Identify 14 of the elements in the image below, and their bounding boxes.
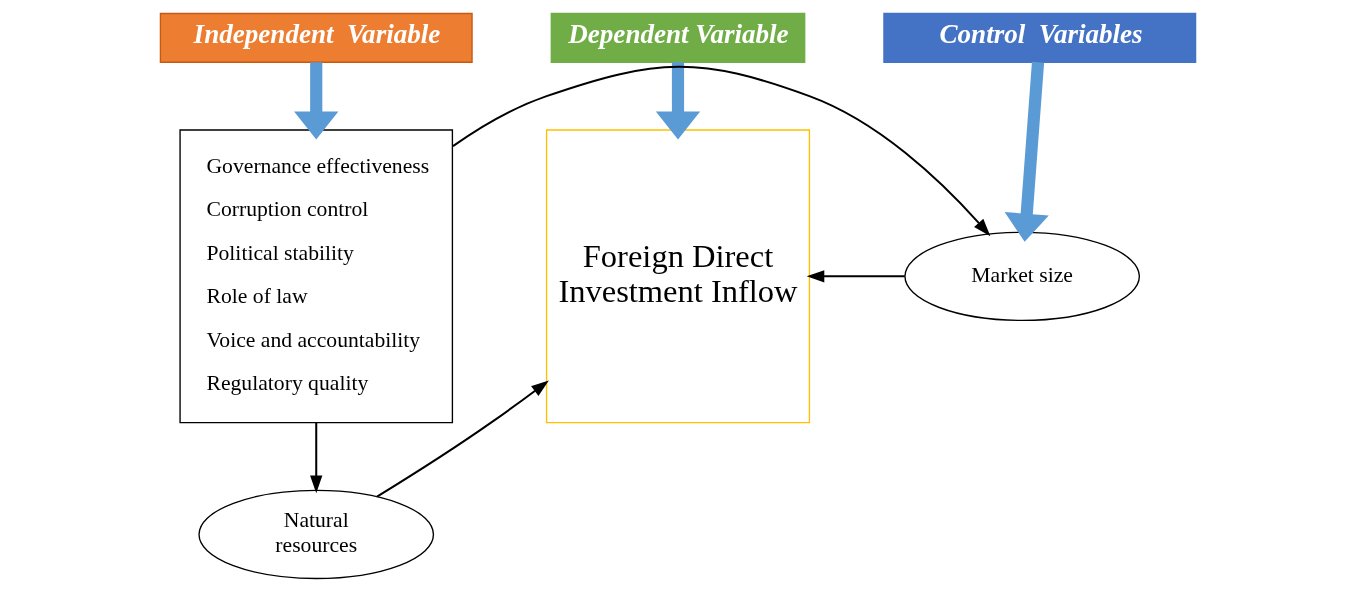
node-box: Control Variables: [882, 12, 1196, 63]
node-box: Governance effectiveness Corruption control Political stability Role of law Voice and accountability Regulatory quality: [178, 129, 453, 424]
node-ellipse: Natural resources: [197, 489, 434, 580]
node-box: Dependent Variable: [550, 12, 805, 63]
arrow: [293, 62, 338, 140]
arrow: [806, 270, 905, 283]
arrow: [451, 65, 990, 237]
arrow: [309, 422, 322, 494]
node-ellipse: Market size: [903, 231, 1140, 322]
node-box: Foreign Direct Investment Inflow: [545, 129, 810, 424]
arrow: [1004, 61, 1049, 242]
node-box: Independent Variable: [159, 12, 473, 63]
arrow: [655, 62, 700, 140]
arrow: [376, 380, 549, 498]
